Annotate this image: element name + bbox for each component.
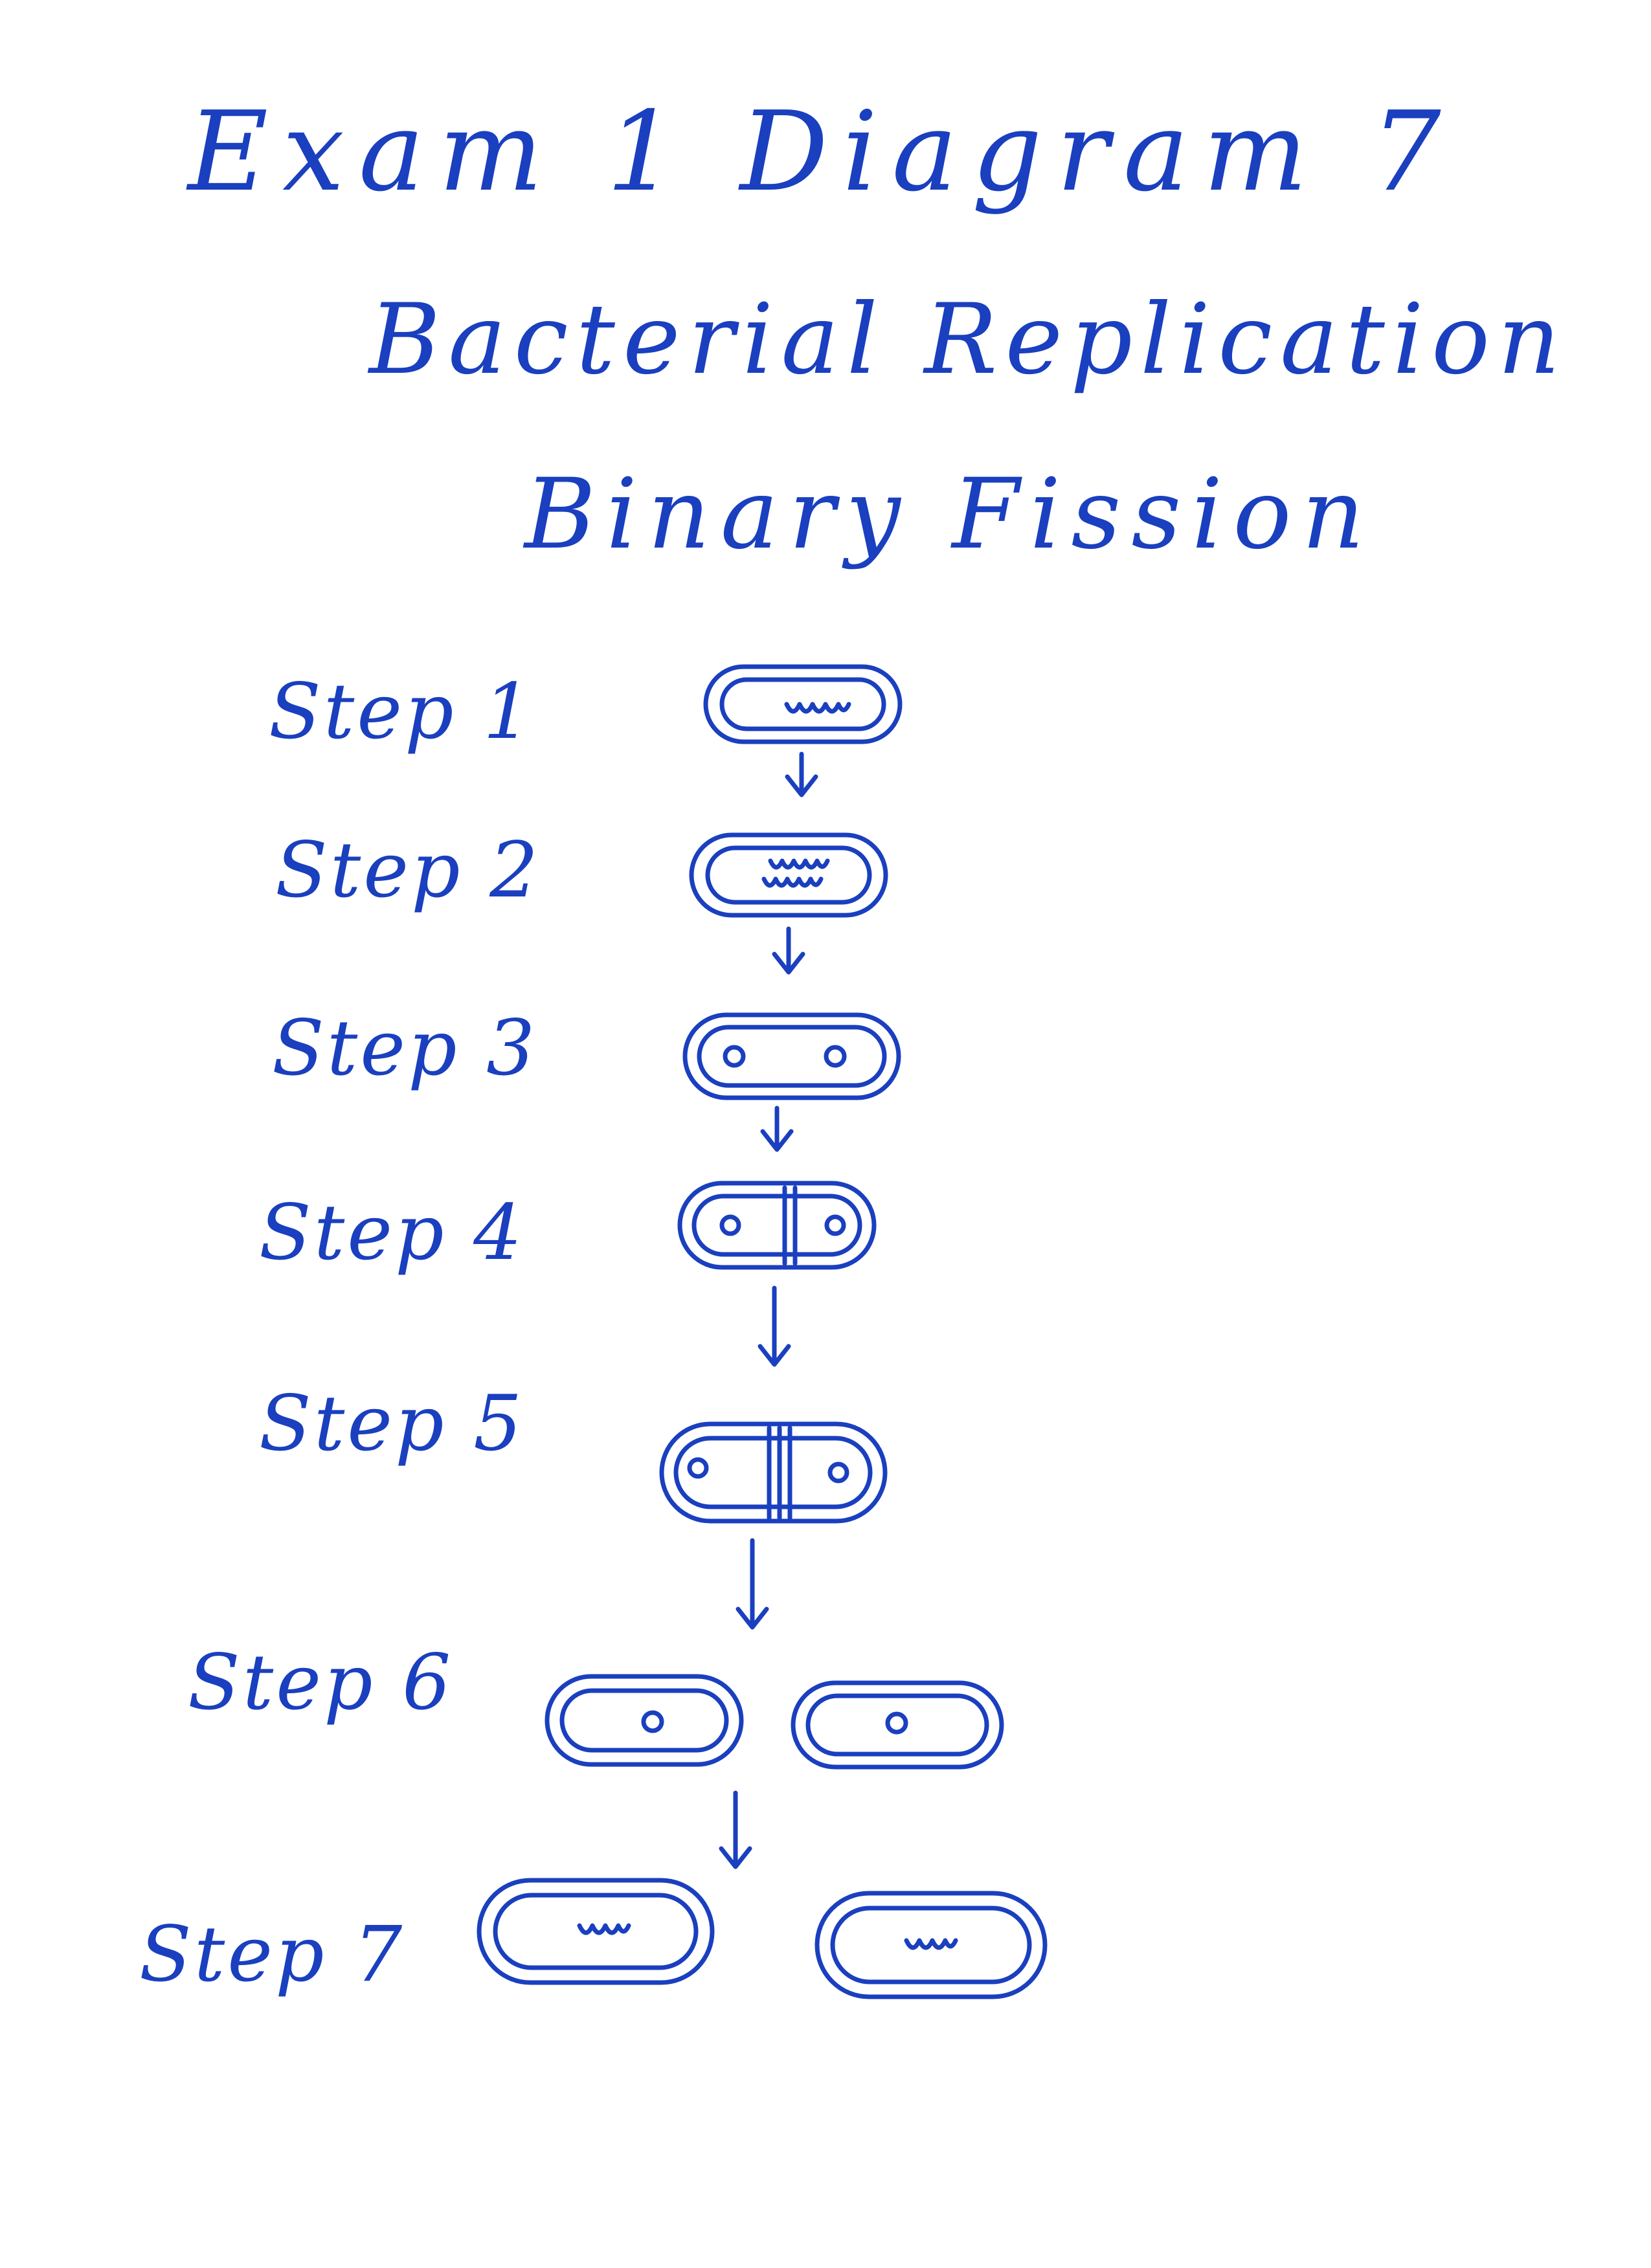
cell-membrane	[697, 1025, 887, 1088]
step-5-label: Step 5	[259, 1379, 525, 1468]
step-2-label: Step 2	[275, 825, 541, 915]
chromosome-left	[723, 1045, 746, 1068]
cell-membrane	[673, 1436, 873, 1509]
step-6-cell-left	[545, 1674, 744, 1767]
cell-membrane	[493, 1893, 699, 1970]
chromosome-right	[827, 1462, 849, 1484]
step-1-label: Step 1	[269, 667, 535, 756]
arrow-3-4	[760, 1106, 794, 1152]
dna-strand	[577, 1923, 631, 1935]
step-6-cell-right	[791, 1680, 1004, 1770]
step-6-label: Step 6	[188, 1638, 454, 1727]
cell-wall	[703, 664, 903, 744]
dna-strand-original	[768, 858, 830, 870]
cell-membrane	[719, 677, 886, 731]
arrow-6-7	[719, 1790, 752, 1869]
step-4-label: Step 4	[259, 1188, 525, 1277]
cell-wall	[791, 1680, 1004, 1770]
step-3-cell	[682, 1012, 901, 1100]
cell-wall	[659, 1421, 888, 1524]
step-7-label: Step 7	[139, 1909, 405, 1999]
chromosome	[885, 1711, 908, 1735]
chromosome	[641, 1710, 664, 1733]
cell-wall	[814, 1891, 1048, 1999]
cell-membrane	[805, 1693, 989, 1757]
step-7-cell-left	[477, 1878, 715, 1985]
step-5-cell	[659, 1421, 888, 1524]
arrow-2-3	[772, 926, 805, 975]
arrow-1-2	[785, 751, 818, 797]
cell-membrane	[830, 1906, 1032, 1984]
dna-strand	[784, 702, 851, 714]
title-bacterial-replication: Bacterial Replication	[369, 284, 1568, 396]
step-3-label: Step 3	[272, 1003, 538, 1093]
dna-strand-copy	[761, 876, 824, 888]
dna-strand	[904, 1938, 958, 1950]
cell-membrane	[559, 1688, 729, 1753]
title-exam-diagram: Exam 1 Diagram 7	[188, 88, 1455, 216]
title-binary-fission: Binary Fission	[524, 458, 1375, 571]
chromosome-right	[824, 1045, 847, 1068]
cell-membrane	[705, 845, 872, 905]
cell-wall	[682, 1012, 901, 1100]
arrow-5-6	[736, 1538, 769, 1630]
step-2-cell	[689, 832, 888, 918]
cell-wall	[545, 1674, 744, 1767]
chromosome-right	[824, 1214, 846, 1236]
cell-wall	[689, 832, 888, 918]
chromosome-left	[719, 1214, 741, 1236]
cell-membrane	[691, 1194, 862, 1257]
step-7-cell-right	[814, 1891, 1048, 1999]
step-1-cell	[703, 664, 903, 744]
chromosome-left	[687, 1457, 709, 1479]
arrow-4-5	[758, 1285, 791, 1367]
step-4-cell	[677, 1181, 877, 1270]
cell-wall	[677, 1181, 877, 1270]
cell-wall	[477, 1878, 715, 1985]
